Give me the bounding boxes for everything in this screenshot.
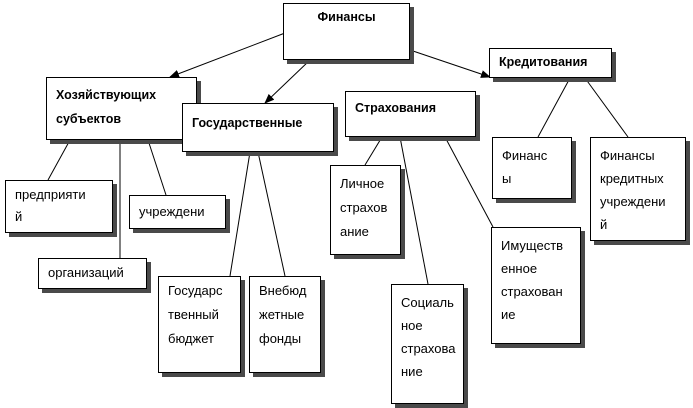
node-insurance: Страхования — [345, 91, 476, 137]
arrow-root-to-credit — [409, 49, 491, 78]
node-finance-sub: Финанс ы — [492, 137, 572, 199]
arrow-root-to-business — [169, 32, 286, 78]
node-state: Государственные — [182, 103, 334, 152]
line-credit-to-finance — [537, 77, 571, 138]
node-finances: Финансы — [283, 3, 410, 60]
node-personal-insurance: Личное страхов ание — [330, 165, 401, 255]
line-insurance-to-personal — [364, 136, 383, 166]
node-extrabudgetary-funds: Внебюд жетные фонды — [249, 276, 321, 373]
node-credit: Кредитования — [489, 48, 612, 78]
arrow-root-to-state — [264, 59, 311, 104]
line-business-to-institutions — [147, 139, 167, 196]
node-organizations: организаций — [38, 258, 147, 289]
line-business-to-enterprises — [47, 139, 71, 181]
line-credit-to-credit-institutions — [584, 77, 629, 138]
node-institutions: учреждени — [129, 195, 226, 229]
node-business-entities: Хозяйствующих субъектов — [46, 77, 197, 140]
node-state-budget: Государс твенный бюджет — [158, 276, 241, 373]
line-insurance-to-social — [399, 136, 429, 285]
node-property-insurance: Имуществ енное страхован ие — [491, 227, 581, 344]
line-state-to-budget — [229, 151, 251, 277]
line-insurance-to-property — [444, 136, 494, 228]
line-state-to-funds — [257, 151, 286, 277]
node-credit-institutions-finance: Финансы кредитных учреждени й — [590, 137, 686, 241]
node-enterprises: предприяти й — [5, 180, 113, 233]
node-social-insurance: Социаль ное страхова ние — [391, 284, 464, 404]
